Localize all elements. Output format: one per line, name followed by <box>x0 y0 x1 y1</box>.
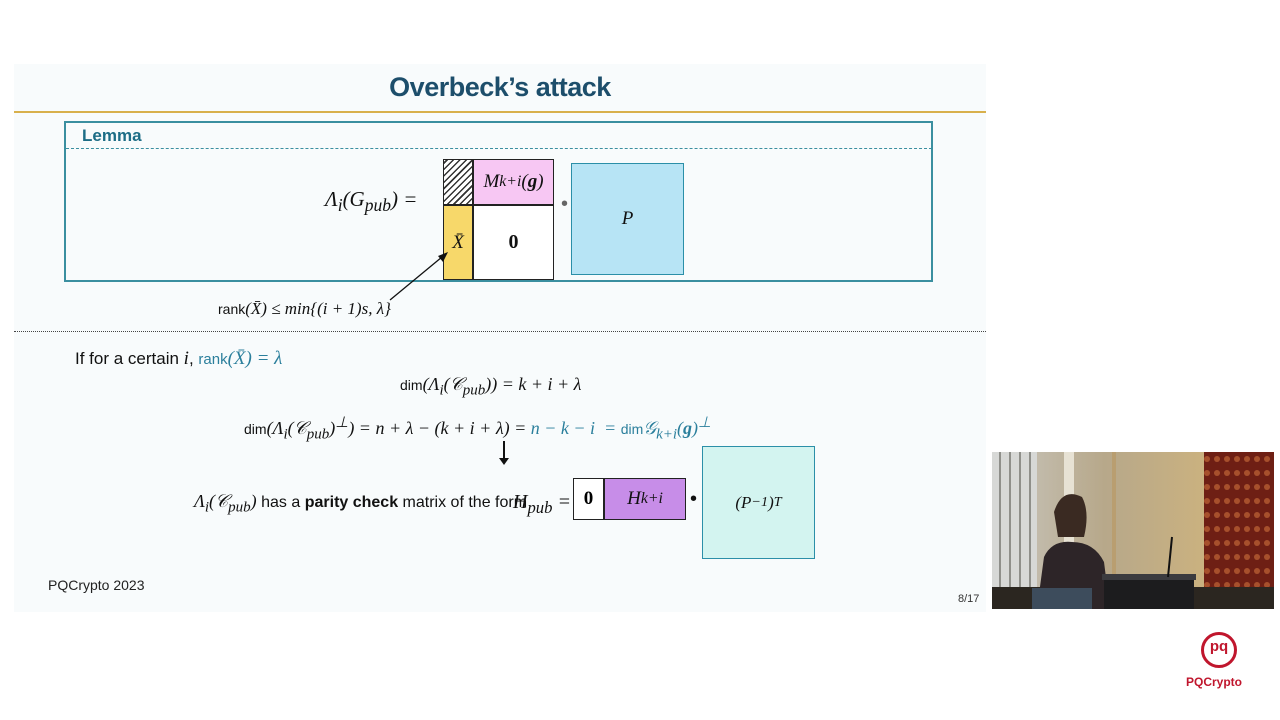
multiply-dot-2: • <box>690 488 698 510</box>
pqcrypto-logo-text: PQCrypto <box>1186 675 1243 689</box>
p-block: P <box>571 163 684 275</box>
dimension-equation: dim(Λi(𝒞pub)) = k + i + λ <box>400 374 582 399</box>
page-number: 8/17 <box>958 593 980 605</box>
multiply-dot: • <box>561 193 569 215</box>
hpub-label: Hpub = <box>513 491 571 517</box>
rank-note: rank(X̄) ≤ min{(i + 1)s, λ} <box>218 299 391 318</box>
rank-arrow <box>389 252 448 301</box>
speaker-video <box>992 452 1274 609</box>
slide-background <box>14 64 986 612</box>
down-arrow <box>503 441 505 461</box>
title-divider <box>14 111 986 113</box>
slide-title: Overbeck’s attack <box>389 72 611 102</box>
zero-block: 0 <box>473 205 554 280</box>
lemma-box <box>64 121 933 282</box>
lemma-title: Lemma <box>82 126 142 145</box>
p-inverse-transpose-block: (P−1)T <box>702 446 815 559</box>
lemma-lhs: Λi(Gpub) = <box>325 187 418 216</box>
condition-line: If for a certain i, rank(X̄) = λ <box>75 348 283 369</box>
x-bar-block: X̄ <box>443 205 473 280</box>
lemma-divider <box>66 148 932 149</box>
pqcrypto-logo-circle <box>1201 632 1237 668</box>
down-arrow-head <box>499 458 509 465</box>
parity-statement: Λi(𝒞pub) has a parity check matrix of th… <box>194 491 528 516</box>
dual-dimension-equation: dim(Λi(𝒞pub)⊥) = n + λ − (k + i + λ) = n… <box>244 415 712 443</box>
h-zero-block: 0 <box>573 478 604 520</box>
hatched-block <box>443 159 473 205</box>
pqcrypto-logo-symbol: pq <box>1209 638 1229 655</box>
footer-conference: PQCrypto 2023 <box>48 577 145 593</box>
section-separator <box>14 331 986 332</box>
